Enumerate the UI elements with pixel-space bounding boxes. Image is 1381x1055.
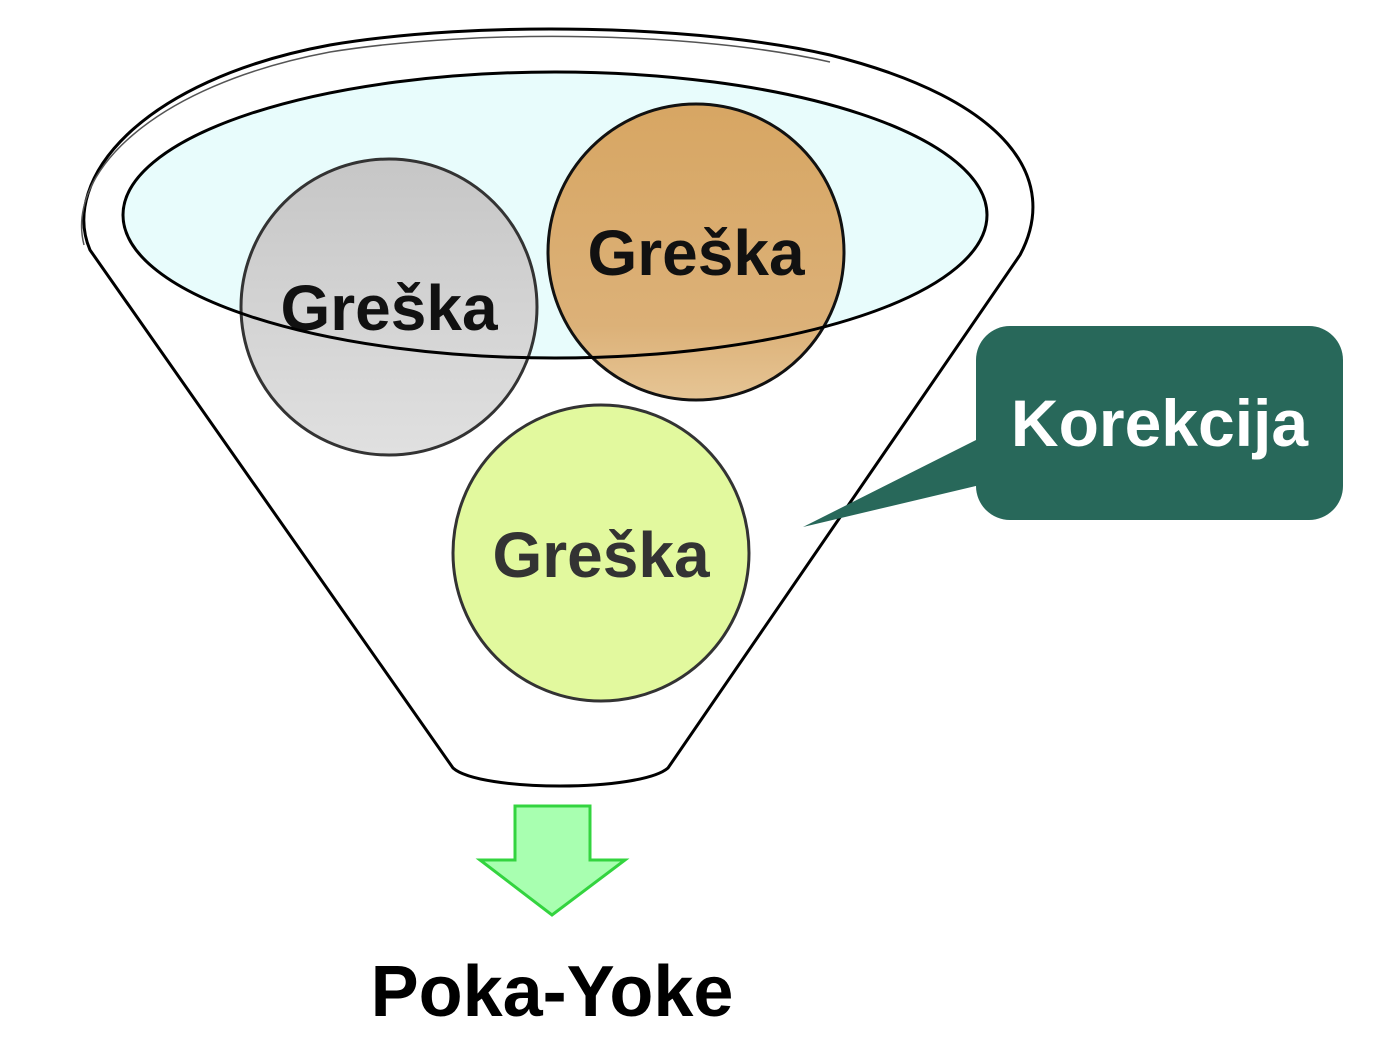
error-circle-3: Greška: [451, 403, 751, 703]
error-circle-3-label: Greška: [492, 519, 709, 591]
error-circle-2: Greška: [546, 102, 846, 402]
down-arrow: [475, 804, 630, 917]
error-circle-1-label: Greška: [280, 272, 497, 344]
error-circle-2-label: Greška: [587, 217, 804, 289]
output-label: Poka-Yoke: [370, 952, 734, 1032]
callout-label: Korekcija: [1010, 386, 1309, 460]
callout-pointer: [803, 438, 980, 527]
error-circle-1: Greška: [239, 157, 539, 457]
funnel-outline-shadow: [80, 35, 831, 246]
callout-box: [976, 326, 1343, 520]
funnel-inner-opening-outline: [121, 70, 989, 360]
correction-callout: [803, 326, 1343, 527]
